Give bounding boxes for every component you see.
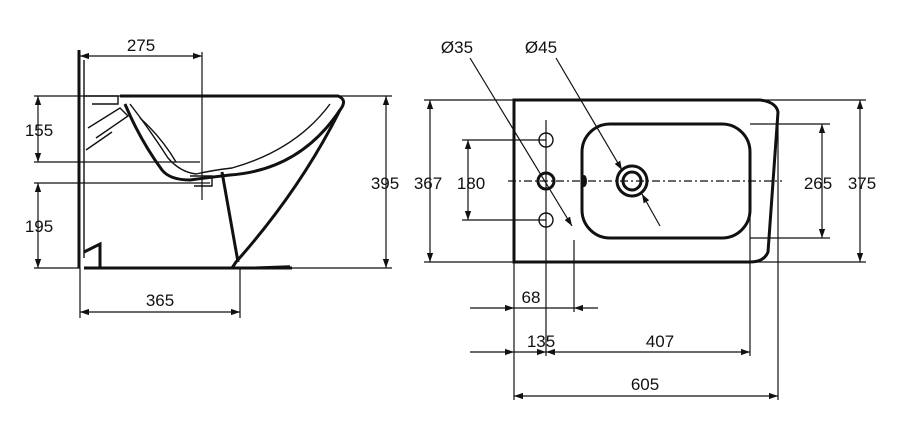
side-view: 275 155 195 395 365	[25, 36, 399, 318]
top-view: Ø35 Ø45 367 180 265 375 68 135 407 605	[414, 38, 876, 400]
dim-label-155: 155	[25, 121, 53, 140]
mounting-bolt-2	[85, 131, 113, 151]
dim-label-375: 375	[848, 174, 876, 193]
pedestal-back	[220, 171, 240, 263]
mounting-bracket	[84, 95, 119, 105]
floor-base	[229, 265, 291, 269]
dim-label-365: 365	[146, 291, 174, 310]
dim-label-195: 195	[25, 217, 53, 236]
floor-foot	[83, 241, 102, 268]
dim-label-367: 367	[414, 174, 442, 193]
leader-45	[555, 57, 623, 171]
outlet	[190, 175, 213, 187]
dim-label-275: 275	[127, 36, 155, 55]
dim-label-diameter-35: Ø35	[441, 38, 473, 57]
pedestal-front	[230, 109, 342, 269]
mounting-bolt	[87, 107, 130, 139]
dim-label-407: 407	[646, 332, 674, 351]
leader-45-tail	[641, 193, 661, 227]
dim-label-135: 135	[527, 332, 555, 351]
dim-label-diameter-45: Ø45	[525, 38, 557, 57]
dim-label-180: 180	[457, 174, 485, 193]
dim-label-68: 68	[522, 288, 541, 307]
bowl-inner	[129, 103, 331, 175]
leader-35	[469, 57, 573, 227]
dim-label-265: 265	[804, 174, 832, 193]
inner-channel	[139, 117, 177, 163]
bowl-outline	[120, 94, 345, 182]
dim-label-395: 395	[371, 174, 399, 193]
dim-label-605: 605	[631, 375, 659, 394]
